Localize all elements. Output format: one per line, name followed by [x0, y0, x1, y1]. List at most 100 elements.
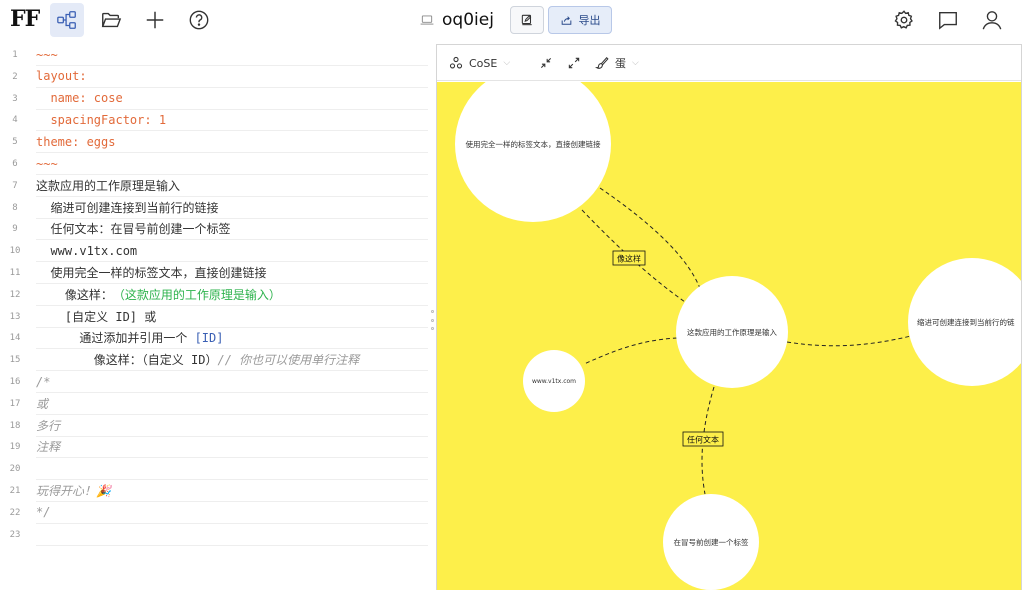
code-token: ~~~	[36, 47, 58, 62]
editor-line[interactable]: 6~~~	[0, 153, 428, 175]
code-line[interactable]: 任何文本：在冒号前创建一个标签	[36, 218, 428, 241]
code-line[interactable]: /*	[36, 371, 428, 393]
code-token: theme: eggs	[36, 134, 116, 149]
code-line[interactable]: name: cose	[36, 88, 428, 110]
node-b[interactable]: 这款应用的工作原理是输入	[676, 276, 788, 388]
top-bar: FF oq0iej 导出	[0, 0, 1024, 40]
chat-icon	[939, 11, 957, 30]
editor-line[interactable]: 22*/	[0, 502, 428, 524]
export-button[interactable]: 导出	[548, 6, 612, 34]
code-line[interactable]: 多行	[36, 415, 428, 437]
code-line[interactable]: 使用完全一样的标签文本，直接创建链接	[36, 262, 428, 284]
code-token: 任何文本：在冒号前创建一个标签	[36, 222, 231, 237]
editor-line[interactable]: 14 通过添加并引用一个 [ID]	[0, 327, 428, 350]
editor-line[interactable]: 3 name: cose	[0, 88, 428, 110]
code-token: www.v1tx.com	[36, 243, 138, 258]
line-number: 8	[12, 202, 18, 213]
editor-line[interactable]: 20	[0, 458, 428, 481]
code-line[interactable]: ~~~	[36, 153, 428, 175]
edit-button[interactable]	[510, 6, 544, 34]
code-line[interactable]: ~~~	[36, 44, 428, 66]
line-number: 16	[9, 377, 21, 387]
code-line[interactable]: */	[36, 502, 428, 524]
edge-b-c	[786, 335, 912, 347]
app-logo[interactable]: FF	[10, 6, 40, 32]
node-a[interactable]: 使用完全一样的标签文本，直接创建链接	[455, 82, 611, 222]
line-number: 2	[12, 71, 18, 82]
chevron-down-icon: ⌵	[503, 58, 511, 68]
new-button[interactable]	[138, 3, 172, 37]
code-token: 玩得开心！🎉	[36, 484, 111, 498]
node-c[interactable]: 缩进可创建连接到当前行的链	[908, 258, 1021, 386]
edit-icon	[521, 14, 532, 26]
code-token: ~~~	[36, 156, 58, 171]
code-line[interactable]: layout:	[36, 66, 428, 88]
line-number: 10	[9, 246, 21, 257]
editor-line[interactable]: 2 layout:	[0, 66, 428, 88]
code-line[interactable]: 缩进可创建连接到当前行的链接	[36, 197, 428, 219]
code-line[interactable]: theme: eggs	[36, 131, 428, 154]
editor-line[interactable]: 8 缩进可创建连接到当前行的链接	[0, 197, 428, 219]
line-number: 20	[9, 464, 21, 475]
editor-line[interactable]: 1~~~	[0, 44, 428, 66]
graph-svg[interactable]: 像这样 任何文本 使用完全一样的标签文本，直接创建链接 这款应用的工作原理是输入…	[437, 82, 1021, 590]
code-line[interactable]	[36, 524, 428, 546]
theme-select[interactable]: 蛋 ⌵	[595, 53, 639, 73]
zoom-fit-button[interactable]	[539, 53, 553, 73]
editor-line[interactable]: 15 像这样：（自定义 ID）// 你也可以使用单行注释	[0, 349, 428, 372]
folder-open-icon	[101, 12, 122, 28]
editor-line[interactable]: 12 像这样：（这款应用的工作原理是输入）	[0, 284, 428, 306]
code-line[interactable]: 像这样：（这款应用的工作原理是输入）	[36, 284, 428, 306]
code-line[interactable]	[36, 458, 428, 481]
node-e[interactable]: 在冒号前创建一个标签	[663, 494, 759, 590]
theme-label: 蛋	[615, 57, 626, 70]
code-line[interactable]: 或	[36, 393, 428, 415]
document-title-area: oq0iej	[420, 8, 494, 32]
svg-text:www.v1tx.com: www.v1tx.com	[532, 378, 576, 385]
node-d[interactable]: www.v1tx.com	[523, 350, 585, 412]
panel-resize-handle[interactable]	[430, 310, 434, 330]
editor-line[interactable]: 4 spacingFactor: 1	[0, 109, 428, 132]
svg-text:这款应用的工作原理是输入: 这款应用的工作原理是输入	[687, 327, 777, 337]
code-line[interactable]: 通过添加并引用一个 [ID]	[36, 327, 428, 350]
editor-line[interactable]: 7 这款应用的工作原理是输入	[0, 175, 428, 197]
expand-button[interactable]	[567, 53, 581, 73]
svg-text:缩进可创建连接到当前行的链: 缩进可创建连接到当前行的链	[917, 317, 1015, 327]
code-token: 这款应用的工作原理是输入	[36, 178, 181, 193]
svg-text:在冒号前创建一个标签: 在冒号前创建一个标签	[674, 537, 749, 547]
editor-line[interactable]: 10 www.v1tx.com	[0, 240, 428, 263]
code-token: 多行	[36, 418, 61, 433]
editor-line[interactable]: 13 [自定义 ID] 或	[0, 306, 428, 328]
code-line[interactable]: spacingFactor: 1	[36, 109, 428, 132]
code-line[interactable]: [自定义 ID] 或	[36, 306, 428, 328]
code-line[interactable]: 玩得开心！🎉	[36, 480, 428, 502]
editor-line[interactable]: 16 /*	[0, 371, 428, 393]
edge-b-d	[583, 337, 678, 365]
code-token: 或	[36, 396, 49, 411]
code-line[interactable]: 这款应用的工作原理是输入	[36, 175, 428, 197]
layout-select[interactable]: CoSE ⌵	[449, 53, 510, 73]
code-line[interactable]: 像这样：（自定义 ID）// 你也可以使用单行注释	[36, 349, 428, 372]
graph-canvas[interactable]: 像这样 任何文本 使用完全一样的标签文本，直接创建链接 这款应用的工作原理是输入…	[437, 82, 1021, 590]
editor-line[interactable]: 23	[0, 524, 428, 546]
open-button[interactable]	[94, 3, 128, 37]
code-line[interactable]: www.v1tx.com	[36, 240, 428, 263]
document-title[interactable]: oq0iej	[442, 10, 494, 30]
comments-button[interactable]	[934, 6, 962, 34]
line-number: 7	[12, 180, 18, 191]
settings-button[interactable]	[890, 6, 918, 34]
help-button[interactable]	[182, 3, 216, 37]
account-button[interactable]	[978, 6, 1006, 34]
editor-line[interactable]: 9 任何文本：在冒号前创建一个标签	[0, 218, 428, 241]
code-token: 像这样：（自定义 ID）	[36, 353, 218, 368]
code-line[interactable]: 注释	[36, 436, 428, 459]
graph-view-button[interactable]	[50, 3, 84, 37]
editor-line[interactable]: 11 使用完全一样的标签文本，直接创建链接	[0, 262, 428, 284]
code-token: 通过添加并引用一个	[36, 331, 195, 346]
